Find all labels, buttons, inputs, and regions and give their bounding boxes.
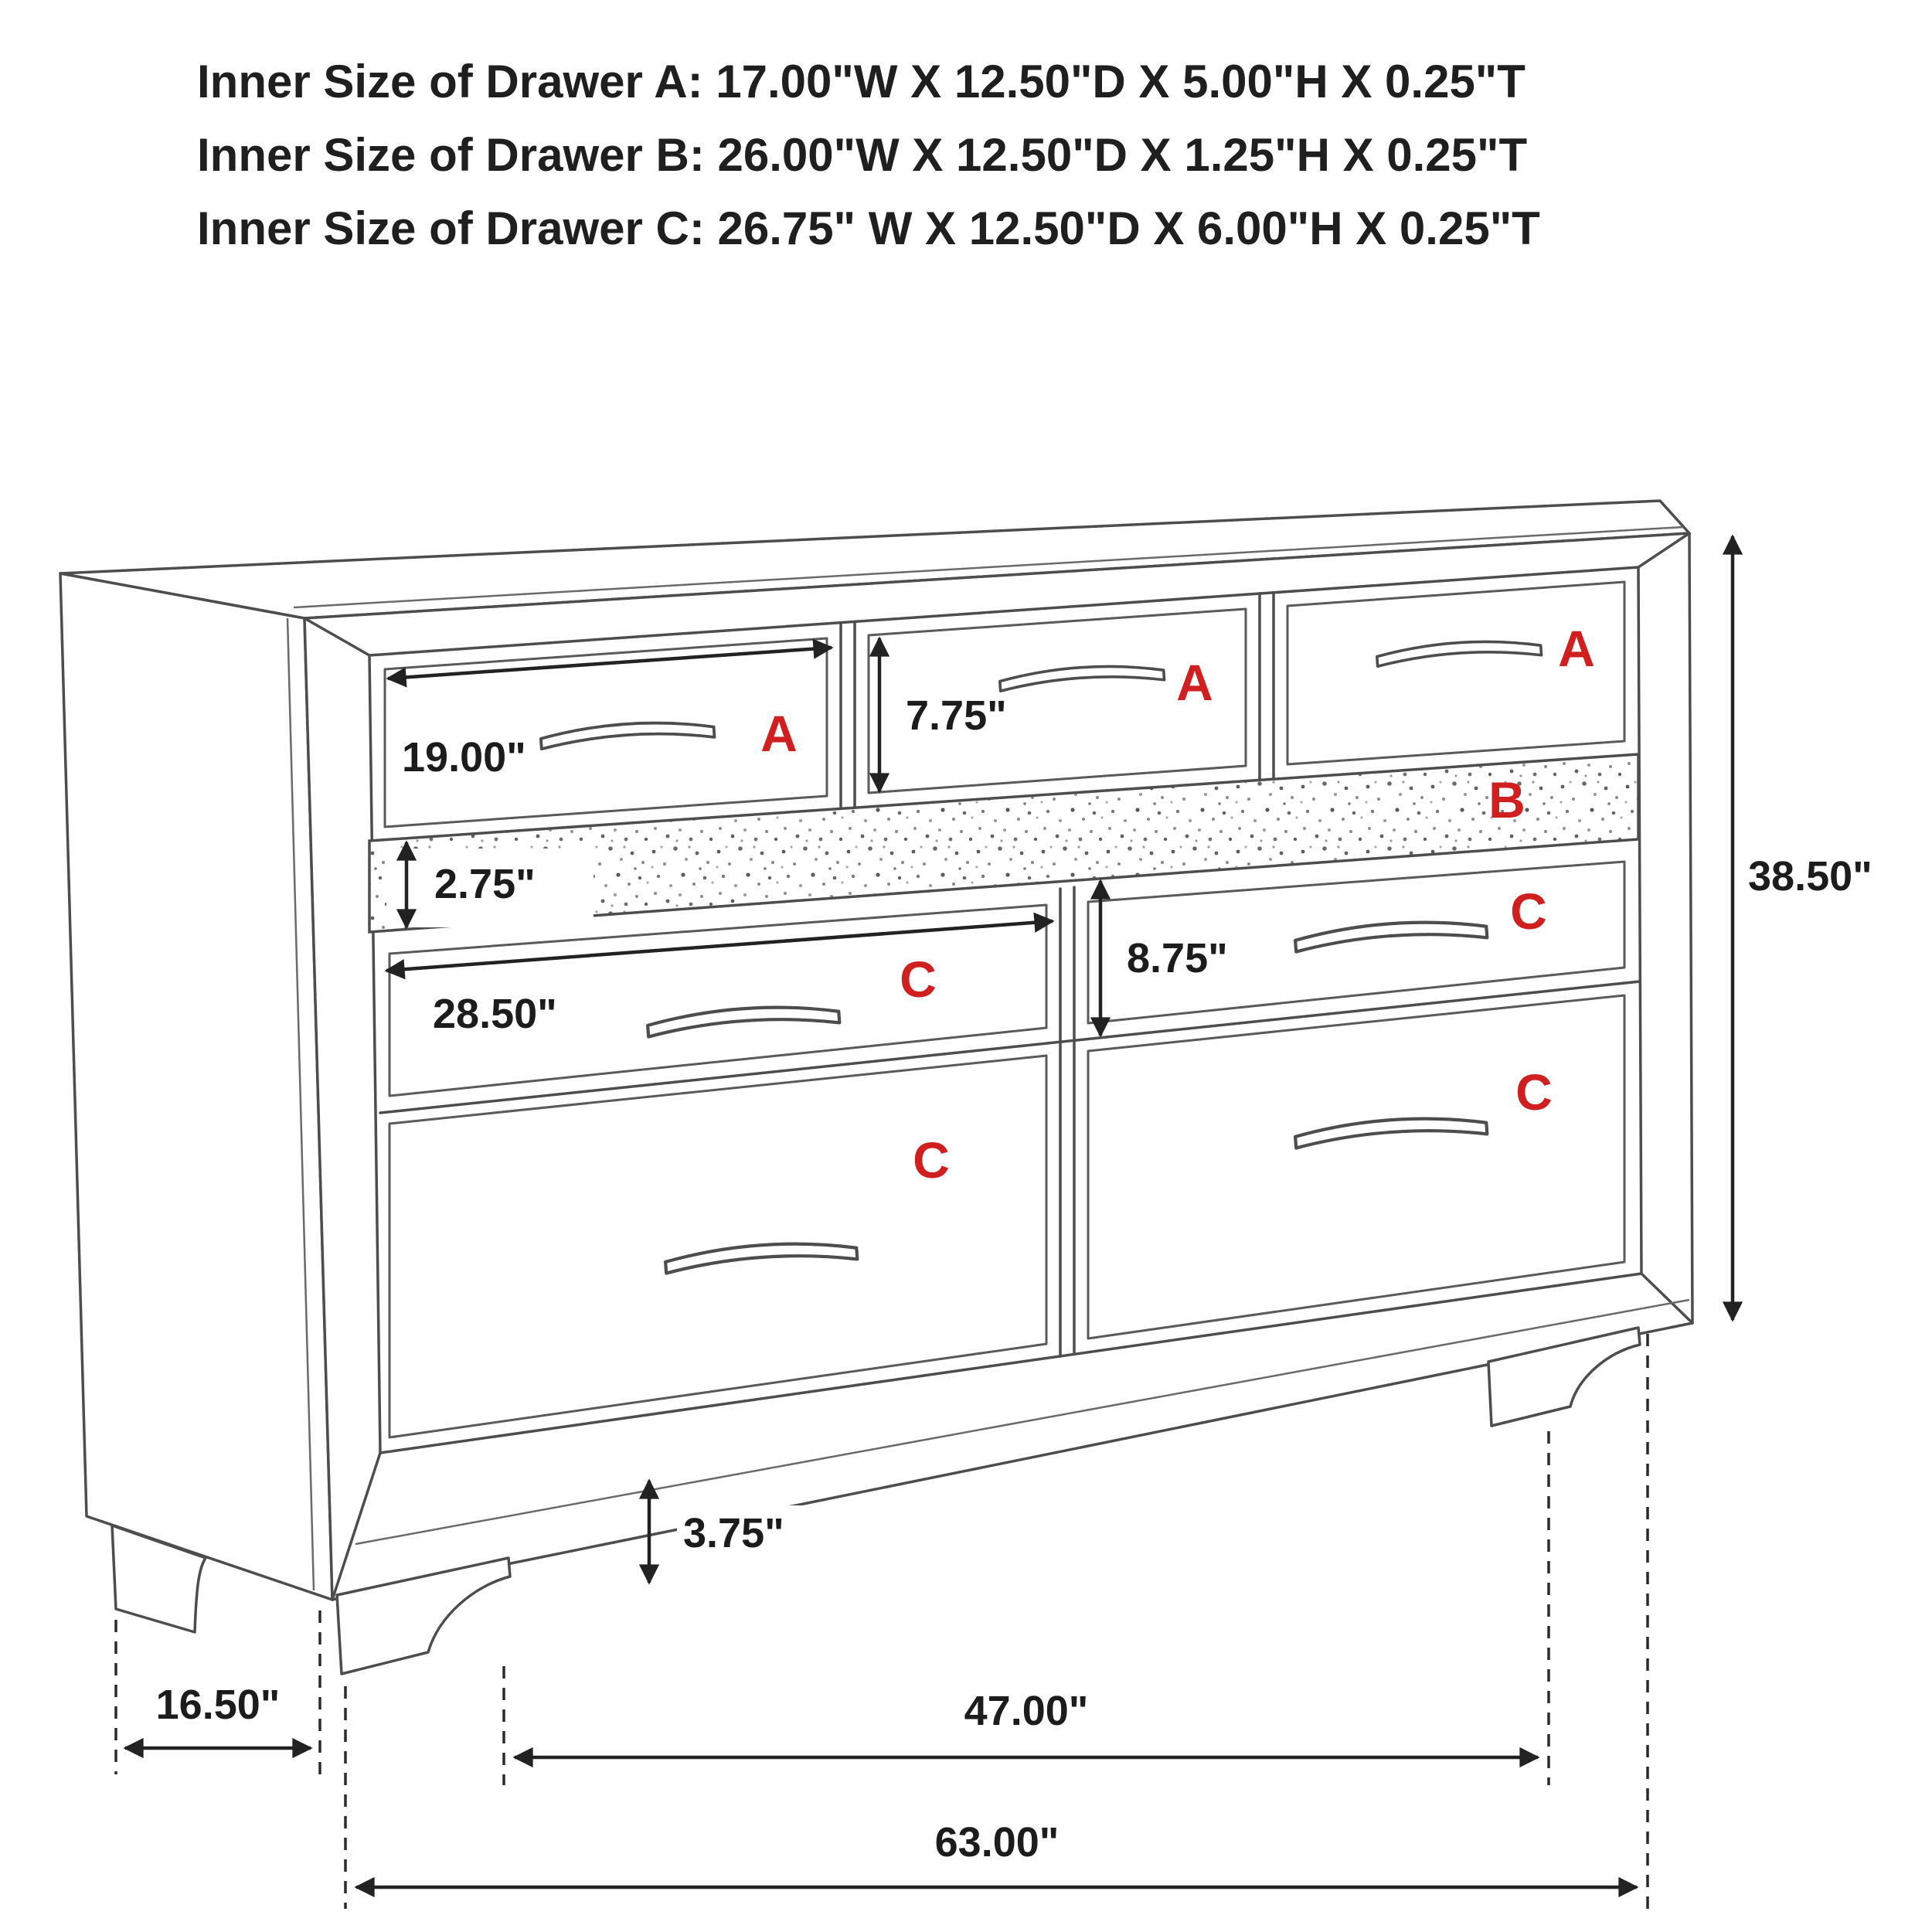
dim-drawer-c-height-value: 8.75" [1127, 935, 1228, 981]
miter-bottom-left [331, 1451, 382, 1601]
miter-bottom-right [1640, 1272, 1694, 1325]
dim-leg-span: 47.00" [502, 1431, 1550, 1785]
front-left-foot [335, 1556, 512, 1675]
miter-top-left [303, 617, 371, 657]
drawer-a2-label: A [1176, 654, 1213, 711]
inner-size-line-drawer-b: Inner Size of Drawer B: 26.00"W X 12.50"… [197, 129, 1528, 181]
dim-overall-height-value: 38.50" [1748, 853, 1872, 900]
case-dividers [379, 591, 1641, 1358]
left-panel-edge-line [286, 617, 315, 1591]
inner-size-line-drawer-a: Inner Size of Drawer A: 17.00"W X 12.50"… [197, 56, 1526, 107]
dim-strip-b-height-value: 2.75" [434, 861, 536, 907]
drawer-c4-label: C [1515, 1063, 1553, 1121]
drawer-c3-front [388, 1054, 1048, 1439]
dim-drawer-c-width-value: 28.50" [433, 991, 557, 1037]
jewelry-strip-b [368, 753, 1640, 934]
dim-leg-span-value: 47.00" [964, 1688, 1089, 1734]
drawer-letter-labels: A A A B C C C C [760, 620, 1595, 1189]
base-molding-line [355, 1298, 1690, 1546]
dim-drawer-c-width: 28.50" [384, 912, 1055, 1037]
dim-overall-width-value: 63.00" [935, 1819, 1060, 1866]
dim-depth: 16.50" [114, 1611, 321, 1774]
inner-size-line-drawer-c: Inner Size of Drawer C: 26.75" W X 12.50… [197, 202, 1540, 254]
front-right-foot [1487, 1326, 1641, 1427]
dim-drawer-c-height: 8.75" [1090, 879, 1228, 1038]
dresser-drawing: A A A B C C C C [59, 499, 1694, 1675]
drawer-a2-front [867, 607, 1247, 794]
drawer-c4-front [1087, 994, 1626, 1340]
top-bevel-line [293, 526, 1684, 609]
drawer-a1-label: A [760, 705, 798, 762]
drawer-a3-label: A [1558, 620, 1595, 677]
drawer-a3-front [1286, 580, 1626, 766]
dim-base-height: 3.75" [638, 1478, 847, 1585]
dim-drawer-a-height: 7.75" [869, 636, 1007, 794]
inner-size-header: Inner Size of Drawer A: 17.00"W X 12.50"… [197, 45, 1540, 265]
dresser-left-side-panel [59, 572, 334, 1601]
dim-drawer-a-width: 19.00" [386, 638, 834, 781]
strip-b-label: B [1488, 771, 1526, 828]
drawer-c3-label: C [913, 1131, 950, 1189]
dim-overall-height: 38.50" [1722, 534, 1872, 1322]
drawer-c2-label: C [1510, 883, 1547, 940]
miter-top-right [1637, 532, 1691, 569]
dim-overall-width: 63.00" [344, 1334, 1649, 1909]
drawer-c1-label: C [900, 951, 937, 1008]
dim-drawer-a-width-value: 19.00" [402, 734, 526, 781]
back-left-foot [111, 1524, 207, 1634]
dim-strip-b-height: 2.75" [386, 840, 594, 930]
dim-depth-value: 16.50" [156, 1682, 281, 1728]
dim-drawer-a-height-value: 7.75" [906, 692, 1007, 739]
drawer-c2-front [1087, 860, 1626, 1025]
dim-base-height-value: 3.75" [683, 1510, 784, 1556]
